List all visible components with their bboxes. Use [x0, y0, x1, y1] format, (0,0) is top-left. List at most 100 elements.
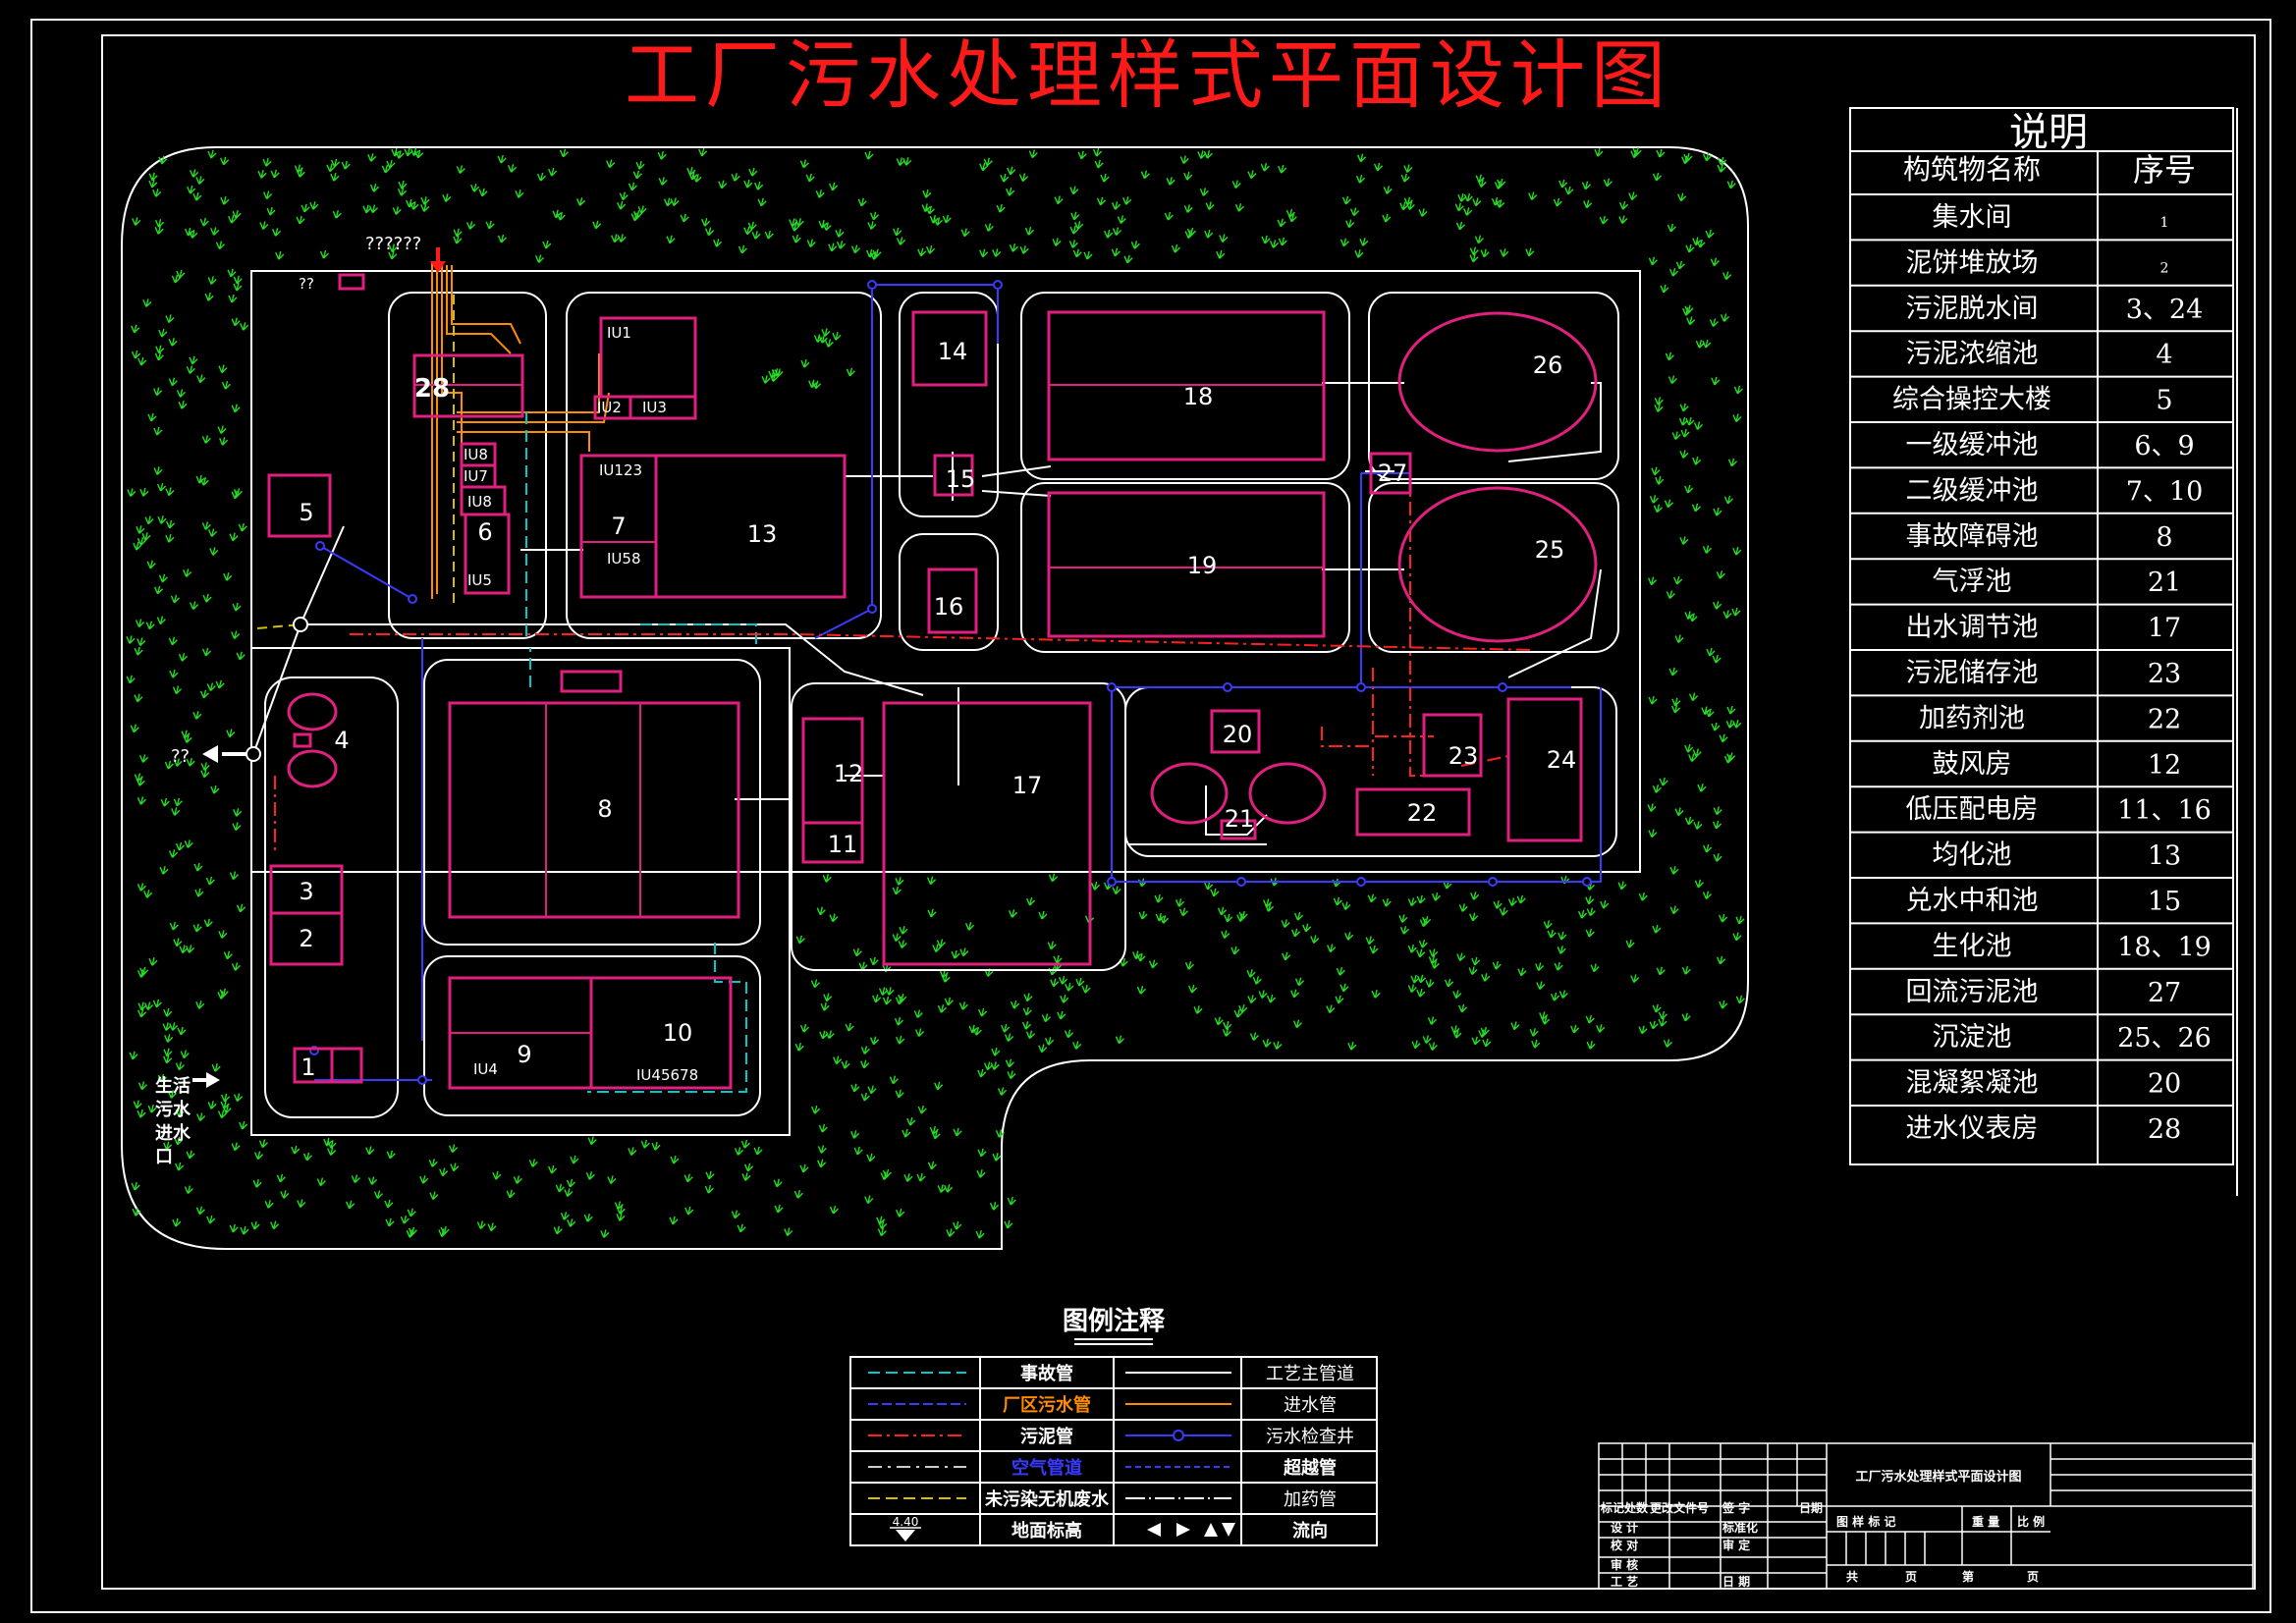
unit-8 [448, 701, 740, 919]
inlet-label-line-1: 生活 [155, 1075, 191, 1097]
unit-11 [801, 821, 864, 864]
elevation-value: 4.40 [893, 1515, 919, 1529]
unit-label-23: 23 [1449, 742, 1479, 770]
unit-6 [464, 513, 511, 595]
explanation-row-name: 沉淀池 [1933, 1022, 2012, 1053]
inlet-label-line-3: 进水 [155, 1122, 191, 1144]
unit-label-28: 28 [414, 374, 450, 404]
sub-label-iu45678: IU45678 [636, 1066, 698, 1084]
unit-8-tank [560, 670, 623, 693]
legend-label-right: 流向 [1292, 1520, 1328, 1542]
unit-label-27: 27 [1378, 460, 1408, 487]
explanation-row-name: 集水间 [1933, 202, 2012, 233]
legend-label-right: 污水检查井 [1266, 1427, 1354, 1447]
title-block-mid-4: 日 期 [1722, 1574, 1750, 1589]
unit-label-17: 17 [1012, 772, 1043, 799]
unit-label-13: 13 [747, 520, 778, 548]
explanation-row-name: 气浮池 [1933, 567, 2012, 597]
unit-label-4: 4 [334, 727, 349, 754]
explanation-row-name: 均化池 [1933, 840, 2012, 871]
unit-5 [267, 473, 332, 538]
sub-label-iu123: IU123 [599, 461, 642, 479]
legend-label-right: 超越管 [1284, 1457, 1337, 1479]
explanation-row-name: 污泥储存池 [1906, 658, 2039, 688]
explanation-row-name: 污泥脱水间 [1906, 294, 2039, 324]
title-block-left-4: 工 艺 [1611, 1574, 1638, 1589]
title-block-header-5: 日期 [1799, 1500, 1823, 1515]
unit-label-8: 8 [597, 795, 612, 823]
sub-label-iu4: IU4 [473, 1060, 498, 1078]
title-block-left-3: 审 核 [1611, 1557, 1638, 1572]
unit-13 [654, 454, 847, 599]
title-block-right-1: 图 样 标 记 [1836, 1514, 1896, 1529]
explanation-row-number: 2 [2160, 260, 2169, 276]
elevation-triangle-icon [896, 1530, 915, 1542]
explanation-row-number: 5 [2156, 386, 2172, 416]
inlet-label-line-4: 口 [155, 1147, 173, 1167]
unit-21b [1248, 762, 1327, 825]
explanation-row-number: 4 [2156, 340, 2172, 370]
explanation-row-name: 兑水中和池 [1906, 886, 2039, 916]
inlet-arrow-icon [192, 1072, 220, 1088]
explanation-row-name: 回流污泥池 [1906, 977, 2039, 1007]
explanation-row-name: 鼓风房 [1933, 749, 2012, 780]
unit-1b [330, 1047, 363, 1084]
explanation-row-name: 泥饼堆放场 [1906, 247, 2039, 278]
title-block-header-4: 签 字 [1722, 1500, 1750, 1515]
title-block-right-3: 比 例 [2017, 1514, 2045, 1529]
pipes-inorganic [256, 295, 455, 629]
unknown-outlet-label: ?? [171, 746, 190, 767]
unit-label-12: 12 [834, 760, 864, 787]
unit-14 [911, 310, 988, 387]
unit-label-3: 3 [299, 878, 313, 905]
unit-21-box [1220, 819, 1257, 840]
explanation-row-number: 25、26 [2117, 1023, 2212, 1054]
sub-label-iu3: IU3 [642, 399, 667, 416]
legend-label-left: 厂区污水管 [1003, 1394, 1091, 1416]
explanation-row-name: 混凝絮凝池 [1906, 1068, 2039, 1099]
unit-label-5: 5 [299, 499, 313, 526]
inflow-arrow-icon [430, 247, 446, 273]
unit-label-14: 14 [938, 338, 968, 365]
title-block-header-3: 更改文件号 [1650, 1500, 1709, 1515]
title-block-mid-1: 标准化 [1722, 1520, 1758, 1535]
unit-label-11: 11 [828, 831, 858, 858]
unit-label-20: 20 [1223, 721, 1253, 748]
flow-down-icon [1222, 1523, 1235, 1537]
explanation-col-name: 构筑物名称 [1903, 153, 2041, 186]
unit-27 [1369, 452, 1412, 495]
explanation-row-number: 8 [2156, 522, 2172, 553]
unit-label-18: 18 [1183, 383, 1214, 410]
explanation-row-number: 13 [2148, 841, 2181, 872]
unit-label-2: 2 [299, 925, 313, 952]
outlet-arrow-icon [202, 745, 247, 763]
title-block-header-1: 标记 [1600, 1500, 1624, 1515]
unit-label-9: 9 [517, 1041, 531, 1068]
legend-title: 图例注释 [1063, 1306, 1166, 1336]
unit-16 [927, 568, 978, 634]
legend-label-left: 未污染无机废水 [985, 1488, 1110, 1510]
unit-17 [882, 701, 1092, 966]
title-block-left-1: 设 计 [1611, 1520, 1638, 1535]
grass-decoration [126, 147, 1745, 1239]
title-block-drawing-title: 工厂污水处理样式平面设计图 [1855, 1469, 2021, 1485]
inlet-label: 生活 污水 进水 口 [155, 1075, 191, 1167]
explanation-row-name: 综合操控大楼 [1892, 385, 2051, 415]
legend-label-left: 污泥管 [1020, 1426, 1073, 1447]
explanation-row-number: 12 [2148, 750, 2181, 781]
legend-rows: 事故管工艺主管道厂区污水管进水管污泥管污水检查井空气管道超越管未污染无机废水加药… [850, 1363, 1377, 1542]
site-boundary [121, 146, 1749, 1250]
explanation-row-number: 27 [2148, 978, 2181, 1008]
title-block-page-3: 第 [1962, 1569, 1974, 1584]
unit-4b [287, 749, 338, 788]
unit-26 [1397, 311, 1598, 453]
title-block-text: 工厂污水处理样式平面设计图 标记 处数 更改文件号 签 字 日期 设 计 校 对… [1600, 1469, 2045, 1589]
inner-frame [101, 34, 2256, 1590]
explanation-row-number: 20 [2148, 1069, 2181, 1100]
explanation-row-number: 11、16 [2117, 795, 2212, 826]
road-zones [250, 270, 1641, 1136]
unit-iu3 [629, 395, 697, 420]
